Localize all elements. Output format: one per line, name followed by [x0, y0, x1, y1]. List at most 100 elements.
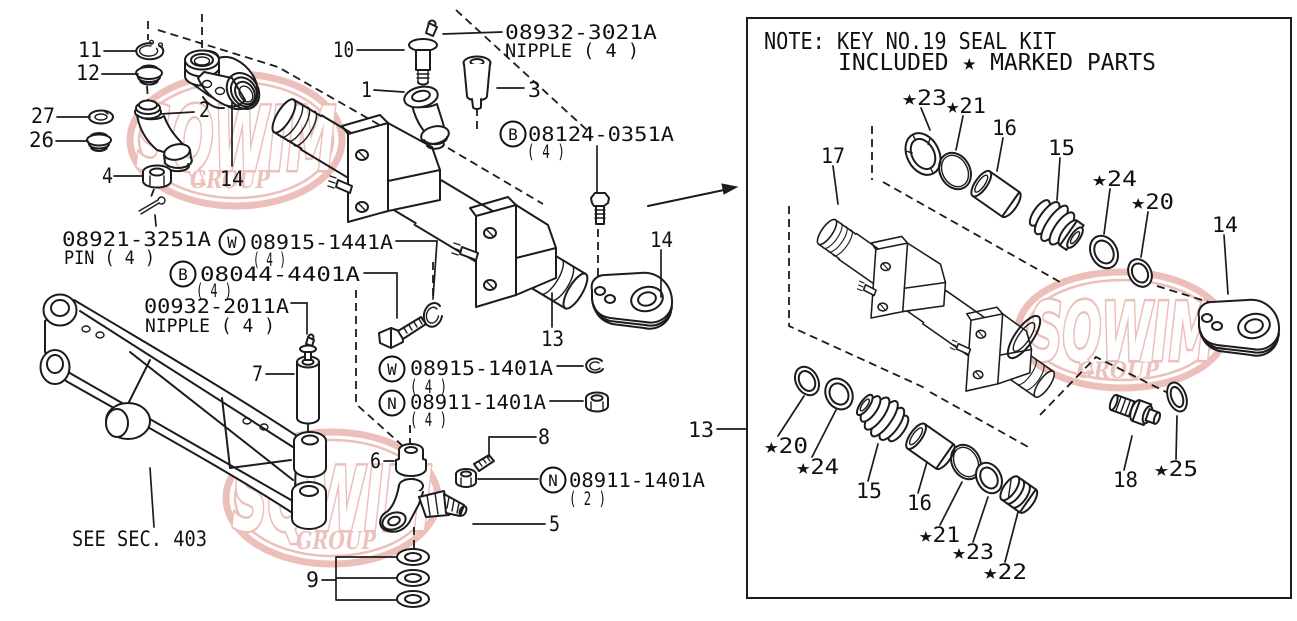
- axle-assembly: [271, 98, 589, 310]
- callout-12: 12: [76, 61, 100, 85]
- axle-arm-see-sec-403: [39, 293, 327, 530]
- part-qty-washer-08915-1401: ( 4 ): [410, 377, 447, 398]
- callout-14-tie-rod: 14: [220, 167, 244, 191]
- seal-ring-23-bottom: [975, 461, 1003, 495]
- stud-18: [1108, 393, 1162, 427]
- part-number-washer-08915-1401: 08915-1401A: [410, 357, 553, 380]
- badge-letter-washer-08915-1401: W: [387, 360, 397, 379]
- callout-24-top: ★24: [1092, 167, 1137, 191]
- callout-26: 26: [29, 128, 54, 152]
- watermark-logo-right: SQWIM GROUP: [1014, 268, 1230, 392]
- callout-17: 17: [821, 144, 845, 168]
- castle-nut-4: [142, 164, 172, 189]
- part-qty-bolt-08124: ( 4 ): [527, 142, 565, 163]
- trunnion-block-upper: [327, 114, 441, 223]
- badge-circle-bolt-08124: [499, 120, 527, 148]
- badge-circle-bolt-08044: [169, 260, 197, 288]
- callout-10: 10: [333, 38, 354, 62]
- callout-4: 4: [102, 164, 113, 188]
- screw-8: [473, 454, 495, 472]
- badge-letter-nut-08911-2: N: [548, 471, 558, 490]
- grease-nipple-10: [408, 19, 438, 86]
- callout-5: 5: [549, 512, 560, 536]
- part-qty-washer-08915-1441: ( 4 ): [253, 250, 286, 271]
- badge-circle-nut-08911-4: [378, 389, 406, 417]
- callout-27: 27: [31, 104, 55, 128]
- callout-14-arm: 14: [650, 228, 673, 252]
- knuckle-arm-detail: [1197, 298, 1281, 357]
- thrust-washers-9: [396, 548, 430, 608]
- plug-22: [999, 475, 1039, 514]
- bushing-16-bottom: [905, 422, 956, 471]
- part-number-nipple-08932: 08932-3021A: [505, 21, 657, 44]
- spindle-sleeve: [1006, 314, 1042, 360]
- part-number-nut-08911-4: 08911-1401A: [410, 391, 546, 414]
- watermark-word: SQWIM: [1030, 286, 1215, 379]
- callout-6: 6: [370, 449, 381, 473]
- badge-circle-washer-08915-1401: [378, 355, 406, 383]
- washer-25: [1166, 381, 1188, 413]
- part-number-pin-08921: 08921-3251A: [62, 228, 211, 251]
- callout-23-bottom: ★23: [952, 540, 994, 564]
- part-number-washer-08915-1441: 08915-1441A: [250, 231, 393, 254]
- part-qty-nut-08911-4: ( 4 ): [410, 410, 447, 431]
- callout-15-bottom: 15: [856, 479, 882, 503]
- callout-21-top: ★21: [946, 94, 986, 118]
- badge-letter-washer-08915-1441: W: [227, 233, 237, 252]
- seal-ring-20-top: [1127, 258, 1153, 288]
- badge-letter-bolt-08124: B: [508, 125, 518, 144]
- callout-25: ★25: [1154, 457, 1198, 481]
- bolt-08044: [378, 316, 427, 349]
- gland-15-bottom: [855, 393, 910, 443]
- badge-circle-washer-08915-1441: [218, 228, 246, 256]
- watermark-subword: GROUP: [296, 526, 377, 555]
- c-clip-1401: [585, 357, 604, 374]
- gland-15-top: [1028, 199, 1085, 251]
- cotter-pin: [138, 196, 166, 215]
- watermark-subword: GROUP: [190, 165, 271, 194]
- part-number-bolt-08044: 08044-4401A: [200, 263, 360, 286]
- steering-arm-1: [403, 85, 450, 150]
- construction-lines: [146, 9, 1216, 549]
- seal-ring-23-top: [904, 132, 942, 176]
- o-ring-21-top: [938, 151, 972, 191]
- dust-cap-12: [135, 64, 163, 86]
- seal-ring-24-top: [1089, 234, 1119, 270]
- knuckle-support-5: [379, 478, 468, 533]
- callout-7: 7: [252, 362, 263, 386]
- part-number-nut-08911-2: 08911-1401A: [569, 469, 705, 492]
- callout-13-spindle: 13: [541, 327, 564, 351]
- note-line-2: INCLUDED ★ MARKED PARTS: [838, 50, 1156, 76]
- callout-14-box: 14: [1212, 213, 1238, 237]
- badge-letter-bolt-08044: B: [178, 265, 188, 284]
- trunnion-block-lower: [451, 196, 557, 308]
- callout-16-top: 16: [992, 116, 1017, 140]
- callout-20-top: ★20: [1131, 190, 1174, 214]
- see-section-caption: SEE SEC. 403: [72, 527, 207, 551]
- note-line-1: NOTE: KEY NO.19 SEAL KIT: [764, 29, 1056, 55]
- dust-cap-26: [86, 132, 112, 152]
- callout-18: 18: [1113, 468, 1138, 492]
- part-qty-pin-08921: PIN ( 4 ): [64, 248, 155, 269]
- badge-circle-nut-08911-2: [539, 466, 567, 494]
- reference-arrow: [647, 183, 739, 207]
- callout-3: 3: [528, 78, 541, 102]
- part-number-bolt-08124: 08124-0351A: [528, 123, 674, 146]
- bolt-08124: [590, 192, 610, 225]
- o-ring-21-bottom: [950, 443, 982, 481]
- watermark-subword: GROUP: [1077, 358, 1160, 384]
- plug-3: [462, 55, 492, 110]
- washer-27: [88, 109, 114, 125]
- note-box: NOTE: KEY NO.19 SEAL KIT INCLUDED ★ MARK…: [746, 17, 1292, 599]
- callout-11: 11: [78, 38, 102, 62]
- part-qty-nut-08911-2: ( 2 ): [569, 489, 606, 510]
- knuckle-arm: [590, 271, 674, 330]
- callout-9: 9: [306, 568, 319, 592]
- bushing-16-top: [970, 169, 1022, 219]
- snap-ring-11: [135, 39, 165, 61]
- seal-ring-24-bottom: [824, 377, 854, 411]
- callout-22-bottom: ★22: [983, 560, 1027, 584]
- grease-nipple-00932: [299, 333, 317, 361]
